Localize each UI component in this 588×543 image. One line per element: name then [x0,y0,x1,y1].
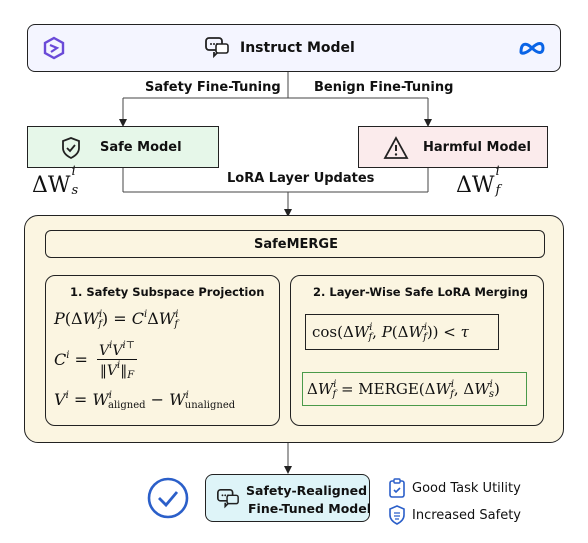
projection-eq-3: Vi = Wialigned − Wiunaligned [54,390,236,411]
safe-model-box: Safe Model [27,126,219,168]
legend-safety: Increased Safety [412,508,521,523]
merge-equation: ΔWif = MERGE(ΔWif, ΔWis) [307,379,500,400]
instruct-model-label: Instruct Model [240,40,355,56]
clipboard-check-icon [388,478,406,502]
harmful-model-box: Harmful Model [358,126,548,168]
projection-title: 1. Safety Subspace Projection [70,285,265,299]
lora-updates-label: LoRA Layer Updates [227,171,375,186]
chat-icon [204,35,230,65]
merge-equation-box: ΔWif = MERGE(ΔWif, ΔWis) [302,372,527,406]
meta-logo-icon [518,39,546,61]
warning-icon [383,136,409,164]
legend-utility: Good Task Utility [412,481,521,496]
safety-finetuning-label: Safety Fine-Tuning [145,80,281,95]
merging-title: 2. Layer-Wise Safe LoRA Merging [313,285,528,299]
safemerge-title-box: SafeMERGE [45,230,545,258]
result-line-1: Safety-Realigned [246,483,368,498]
harmful-model-label: Harmful Model [423,140,531,155]
shield-icon [388,505,406,529]
safe-model-label: Safe Model [100,140,182,155]
qwen-logo-icon [42,36,66,64]
benign-finetuning-label: Benign Fine-Tuning [314,80,454,95]
result-line-2: Fine-Tuned Model [248,501,372,516]
shield-check-icon [60,136,82,164]
projection-eq-1: P(ΔWif) = CiΔWif [54,309,179,330]
projection-eq-2: Ci = ViVi⊤ ‖Vi‖F [54,340,138,381]
safemerge-title: SafeMERGE [254,237,338,252]
check-circle-icon [146,476,190,524]
cosine-condition-box: cos(ΔWif, P(ΔWif)) < τ [305,314,499,350]
result-model-box: Safety-Realigned Fine-Tuned Model [205,474,372,522]
instruct-model-box: Instruct Model [27,24,561,72]
chat-icon [216,487,240,515]
projection-panel: 1. Safety Subspace Projection P(ΔWif) = … [45,275,280,426]
cosine-condition: cos(ΔWif, P(ΔWif)) < τ [312,322,469,343]
